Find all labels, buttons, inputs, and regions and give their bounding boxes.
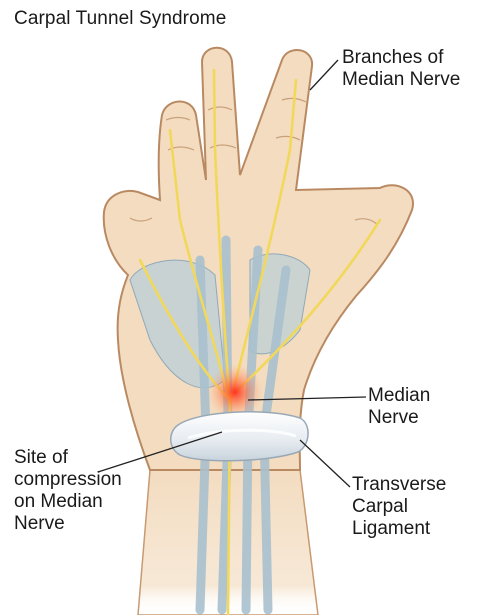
compression-glow: [207, 364, 263, 420]
diagram-title: Carpal Tunnel Syndrome: [14, 8, 227, 29]
transverse-carpal-ligament: [170, 411, 309, 462]
label-line: on Median: [14, 491, 103, 512]
label-site-of-compression: Site of compression on Median Nerve: [14, 447, 122, 535]
label-line: Site of: [14, 447, 68, 468]
leader-lines: [97, 59, 367, 488]
label-transverse-carpal-ligament: Transverse Carpal Ligament: [352, 474, 446, 540]
label-line: Carpal: [352, 496, 408, 517]
label-line: Median Nerve: [342, 69, 461, 90]
label-median-nerve: Median Nerve: [368, 385, 430, 429]
label-line: Nerve: [368, 407, 419, 428]
label-line: Nerve: [14, 513, 65, 534]
label-branches-of-median-nerve: Branches of Median Nerve: [342, 47, 460, 91]
label-line: compression: [14, 469, 122, 490]
label-line: Transverse: [352, 474, 447, 495]
label-line: Median: [368, 385, 431, 406]
label-line: Ligament: [352, 518, 431, 539]
label-line: Branches of: [342, 47, 444, 68]
